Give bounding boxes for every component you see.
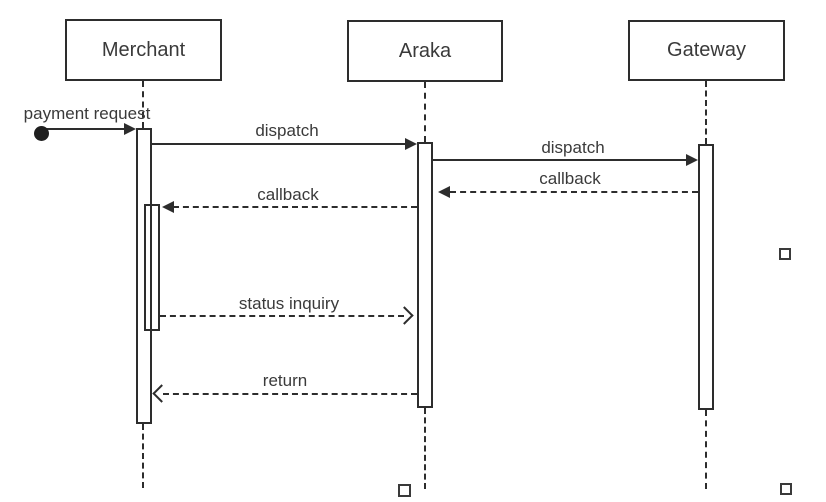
callback-araka-merchant-filled-arrowhead-icon [162,201,174,213]
actor-label-merchant: Merchant [101,38,186,61]
actor-label-gateway: Gateway [667,39,746,61]
selection-handle-bottom-center[interactable] [398,484,411,497]
payment-request-filled-arrowhead-icon [124,123,136,135]
activation-bar-gateway[interactable] [698,144,714,410]
lifeline-gateway-lower[interactable] [705,410,707,489]
dispatch-merchant-araka-label: dispatch [255,121,319,140]
lifeline-merchant-lower[interactable] [142,424,144,488]
callback-gateway-araka-label: callback [539,169,601,188]
callback-gateway-araka-line[interactable] [450,191,698,193]
actor-box-gateway[interactable]: Gateway [628,20,785,81]
lifeline-merchant-upper[interactable] [142,81,144,128]
status-inquiry-line[interactable] [160,315,404,317]
lifeline-araka-upper[interactable] [424,82,426,142]
selection-handle-bottom-right[interactable] [780,483,792,495]
dispatch-araka-gateway-line[interactable] [433,159,687,161]
status-inquiry-label: status inquiry [238,294,340,313]
actor-label-araka: Araka [398,39,452,62]
payment-request-start-circle[interactable] [34,126,49,141]
activation-bar-araka[interactable] [417,142,433,408]
actor-box-araka[interactable]: Araka [347,20,503,82]
return-label: return [262,371,308,390]
payment-request-line[interactable] [46,128,125,130]
activation-bar-merchant[interactable] [136,128,152,424]
payment-request-label: payment request [23,104,151,123]
dispatch-merchant-araka-filled-arrowhead-icon [405,138,417,150]
callback-gateway-araka-filled-arrowhead-icon [438,186,450,198]
dispatch-araka-gateway-filled-arrowhead-icon [686,154,698,166]
callback-araka-merchant-line[interactable] [173,206,417,208]
activation-bar-merchant-nested[interactable] [144,204,160,331]
lifeline-araka-lower[interactable] [424,408,426,489]
callback-araka-merchant-label: callback [257,185,319,204]
return-line[interactable] [163,393,417,395]
dispatch-araka-gateway-label: dispatch [541,138,605,157]
status-inquiry-open-arrowhead-icon [395,306,414,325]
actor-box-merchant[interactable]: Merchant [65,19,222,81]
return-open-arrowhead-icon [152,384,171,403]
lifeline-gateway-upper[interactable] [705,81,707,144]
dispatch-merchant-araka-line[interactable] [152,143,406,145]
selection-handle-right-middle[interactable] [779,248,791,260]
